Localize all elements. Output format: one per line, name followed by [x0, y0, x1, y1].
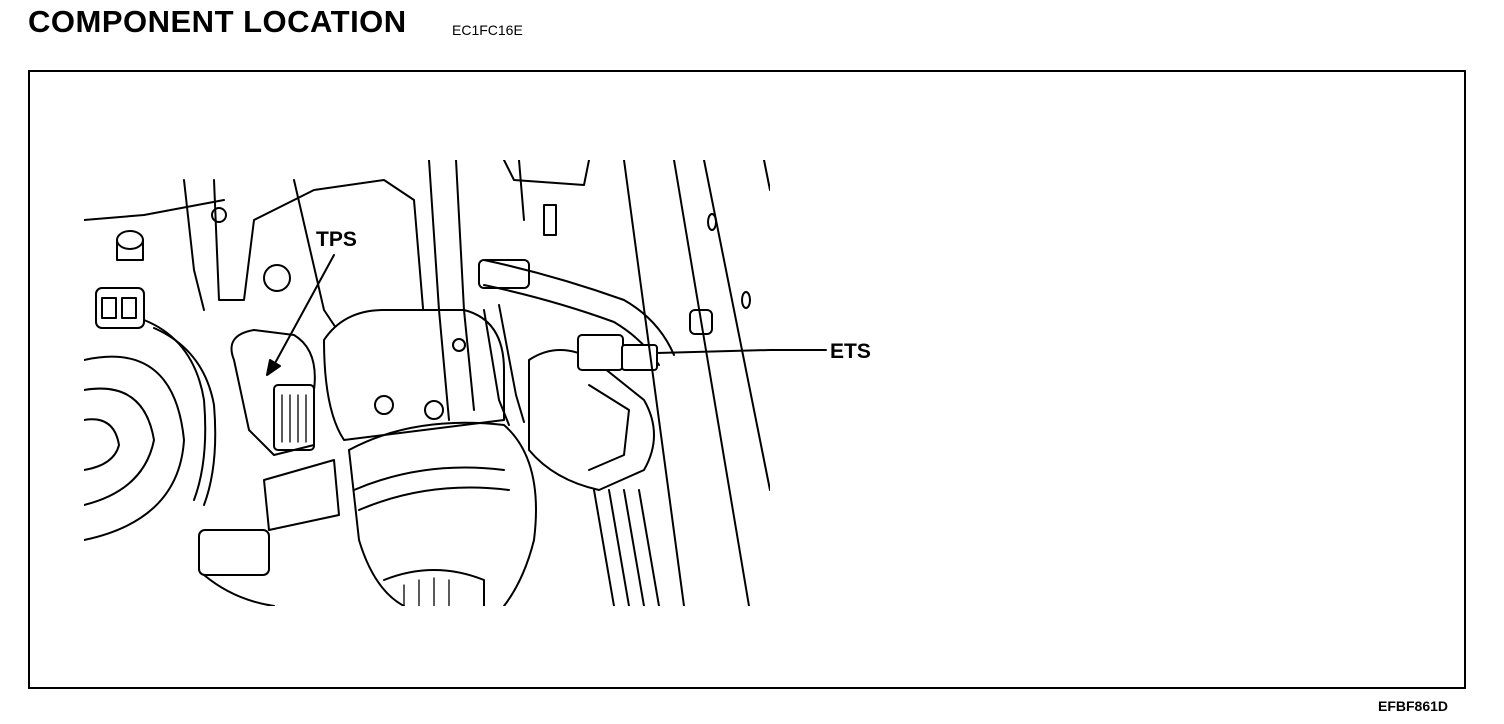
belt-3 — [623, 489, 645, 606]
belt-2 — [608, 489, 630, 606]
pipe-3 — [483, 309, 510, 426]
ets-housing-detail — [588, 384, 630, 471]
fender-bolt — [689, 309, 713, 335]
intake-duct-left — [348, 449, 405, 606]
ets-label: ETS — [830, 340, 871, 363]
top-bracket-leg — [518, 160, 525, 221]
throttle-body — [323, 309, 505, 441]
tps-arrowhead — [266, 359, 281, 376]
manifold-outline — [213, 179, 425, 321]
bolt — [211, 207, 227, 223]
fender-edge-3 — [703, 160, 770, 491]
intake-duct-band — [353, 466, 505, 491]
left-ring-core — [84, 418, 120, 471]
throttle-bolt-2 — [424, 400, 444, 420]
fender-edge-4 — [763, 160, 770, 191]
top-clip — [543, 204, 557, 236]
lower-connector — [198, 529, 270, 576]
figure-id: EFBF861D — [1378, 698, 1449, 714]
manifold-rib — [183, 179, 205, 311]
engine-illustration — [84, 160, 770, 606]
pipe-2 — [455, 160, 475, 411]
pipe-4 — [498, 304, 525, 423]
belt — [593, 489, 615, 606]
cap-body — [116, 239, 144, 261]
throttle-bolt — [374, 395, 394, 415]
ets-connector — [577, 334, 624, 371]
hose-clamp — [478, 259, 530, 289]
fender-hole-2 — [741, 291, 751, 309]
ets-leader-extension — [770, 349, 827, 351]
tps-label: TPS — [316, 228, 357, 251]
throttle-screw — [452, 338, 466, 352]
lower-bracket — [263, 459, 340, 531]
fender-edge-2 — [673, 160, 750, 606]
intake-duct-top — [348, 421, 537, 606]
ets-leader-line — [656, 349, 770, 354]
left-connector — [95, 287, 145, 329]
lower-harness — [203, 574, 275, 606]
bolt-boss — [263, 264, 291, 292]
cap — [116, 230, 144, 250]
left-connector-pin — [101, 297, 117, 319]
section-code: EC1FC16E — [452, 22, 523, 38]
harness-left — [143, 319, 207, 501]
manifold-edge — [84, 199, 225, 221]
left-ring-inner — [84, 387, 155, 506]
tps-leader-line — [273, 254, 335, 366]
harness-left-2 — [153, 327, 217, 506]
page-title: COMPONENT LOCATION — [28, 4, 407, 39]
ets-sensor — [621, 344, 658, 371]
hose-upper — [483, 259, 675, 356]
left-ring-outer — [84, 355, 185, 541]
top-bracket — [503, 160, 590, 186]
fender-hole — [707, 213, 717, 231]
pipe — [428, 160, 450, 421]
figure-frame — [28, 70, 1466, 689]
belt-4 — [638, 489, 660, 606]
engine-drawing — [84, 160, 770, 606]
tps-connector — [273, 384, 315, 451]
fender-edge — [623, 160, 685, 606]
intake-duct-clamp — [383, 569, 485, 606]
intake-duct-band-2 — [358, 486, 510, 511]
left-connector-pin-2 — [121, 297, 137, 319]
